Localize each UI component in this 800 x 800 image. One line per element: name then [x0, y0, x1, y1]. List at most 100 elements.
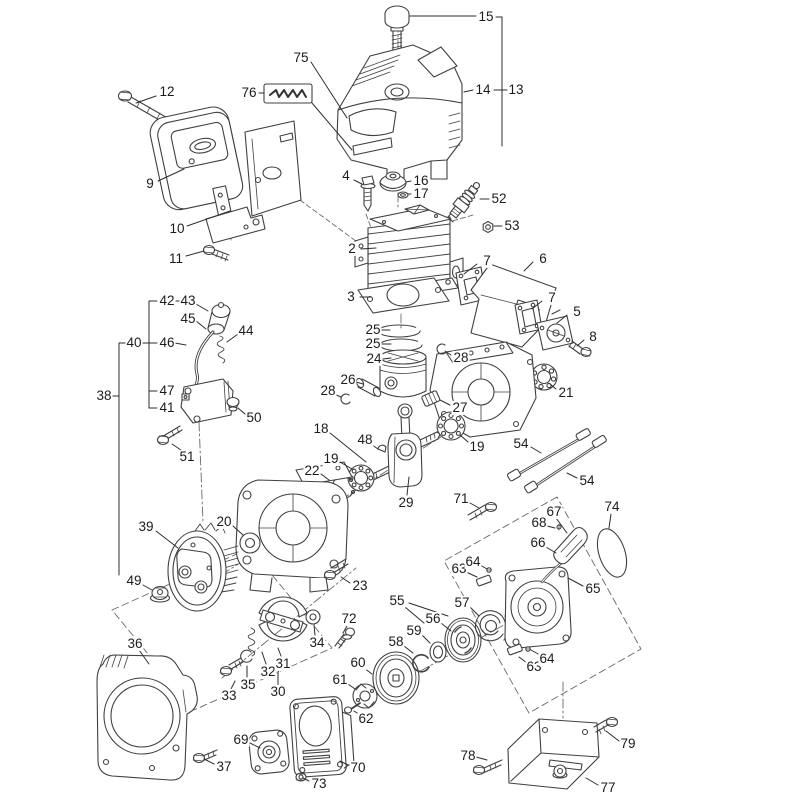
part-carburetor [536, 309, 574, 351]
leader-line-43 [195, 303, 209, 312]
leader-line-9 [157, 168, 185, 182]
part-retainer-59 [429, 641, 447, 663]
part-pin-63a [475, 574, 492, 587]
part-bolt-51 [156, 425, 183, 446]
leader-line-62 [353, 710, 361, 716]
leader-line-32 [261, 651, 267, 665]
leader-line-16 [405, 180, 412, 183]
leader-line-22 [320, 473, 330, 481]
leader-line-61 [347, 683, 356, 690]
leader-line-75 [310, 61, 348, 119]
part-clutch [247, 596, 308, 657]
part-bolt-72 [334, 627, 356, 649]
leader-line-67 [555, 517, 568, 534]
part-circlip-28b [340, 393, 351, 405]
part-washer-17 [397, 191, 409, 199]
leader-line-68 [546, 525, 556, 529]
part-muffler-bracket [205, 206, 266, 244]
part-starter-handle [553, 523, 588, 565]
leader-line-28 [333, 393, 342, 398]
leader-line-23 [340, 576, 351, 584]
leader-line-7 [463, 263, 478, 275]
part-washer-34 [305, 609, 321, 625]
leader-line-55 [404, 606, 425, 624]
leader-line-55 [408, 602, 449, 617]
leader-line-31 [277, 647, 282, 657]
leader-line-58 [403, 645, 414, 654]
part-bolt-79 [593, 716, 619, 735]
part-ht-wire-46 [194, 330, 215, 390]
leader-lines [111, 15, 620, 786]
leader-line-66 [545, 546, 557, 554]
part-rotor-pulley [372, 651, 420, 705]
leader-line-79 [605, 730, 620, 742]
part-washer-35 [240, 649, 253, 663]
part-spiral-spring-57 [474, 610, 509, 642]
part-clutch-spring-32 [247, 627, 256, 657]
leader-line-21 [549, 383, 557, 390]
leader-line-11 [185, 250, 205, 257]
leader-line-48 [370, 443, 379, 450]
leader-line-37 [203, 758, 215, 765]
part-starter-housing [504, 566, 572, 649]
leader-line-78 [475, 756, 488, 761]
part-nut-53 [482, 220, 494, 234]
leader-line-6 [523, 261, 534, 272]
leader-line-50 [237, 407, 246, 415]
leader-line-36 [138, 649, 150, 665]
leader-line-14 [463, 89, 474, 93]
leader-line-64 [530, 649, 541, 656]
leader-line-54 [566, 472, 578, 479]
leader-line-59 [421, 634, 431, 644]
part-engine-cover [336, 44, 463, 185]
part-knob-bolt [384, 5, 410, 53]
part-washer-20 [239, 532, 261, 554]
part-bearing-19-right [436, 411, 466, 441]
group-box-recoil [443, 496, 642, 714]
brand-decal [263, 83, 313, 104]
part-bolt-37 [192, 749, 218, 764]
leader-line-63 [465, 571, 478, 578]
leader-line-71 [469, 502, 480, 509]
leader-line-39 [155, 530, 179, 549]
part-screw-64b [525, 646, 531, 652]
part-bolt-11 [202, 244, 230, 262]
part-bracket-77 [507, 718, 600, 790]
part-muffler [149, 106, 244, 236]
part-coil-body-41 [180, 378, 234, 424]
part-bolt-62 [343, 702, 361, 714]
part-pawl-hub-61 [352, 683, 378, 709]
part-piston-pin-26 [355, 377, 382, 398]
leader-line-60 [363, 667, 373, 675]
part-pin-63b [506, 643, 523, 656]
part-washer-58 [412, 654, 430, 673]
leader-line-28 [444, 350, 452, 356]
leader-line-73 [302, 777, 310, 782]
part-gasket-ellipse-74 [596, 528, 628, 578]
leader-line-46 [174, 342, 187, 346]
part-bolt-8 [568, 340, 592, 358]
leader-line-49 [142, 584, 153, 591]
part-hub-69 [248, 729, 290, 775]
leader-line-65 [567, 577, 584, 587]
part-crankshaft [359, 403, 441, 488]
leader-line-18 [329, 432, 367, 463]
leader-line-54 [530, 446, 542, 454]
part-heat-shield [244, 120, 302, 217]
leader-line-34 [313, 624, 316, 636]
leader-line-29 [406, 476, 410, 496]
leader-line-19 [459, 434, 469, 443]
part-bolt-71 [467, 501, 498, 521]
part-bolt-78 [472, 759, 503, 776]
part-woodruff-key-48 [377, 444, 387, 453]
leader-line-8 [576, 339, 585, 347]
leader-line-63 [518, 656, 528, 664]
leader-line-74 [608, 513, 612, 529]
part-nut-49 [149, 585, 171, 603]
part-needle-bearing-27 [421, 390, 441, 407]
leader-line-24 [382, 357, 392, 360]
leader-line-20 [232, 525, 244, 536]
part-ignition-coil-group [156, 301, 240, 446]
part-circlip-28a [436, 343, 447, 355]
